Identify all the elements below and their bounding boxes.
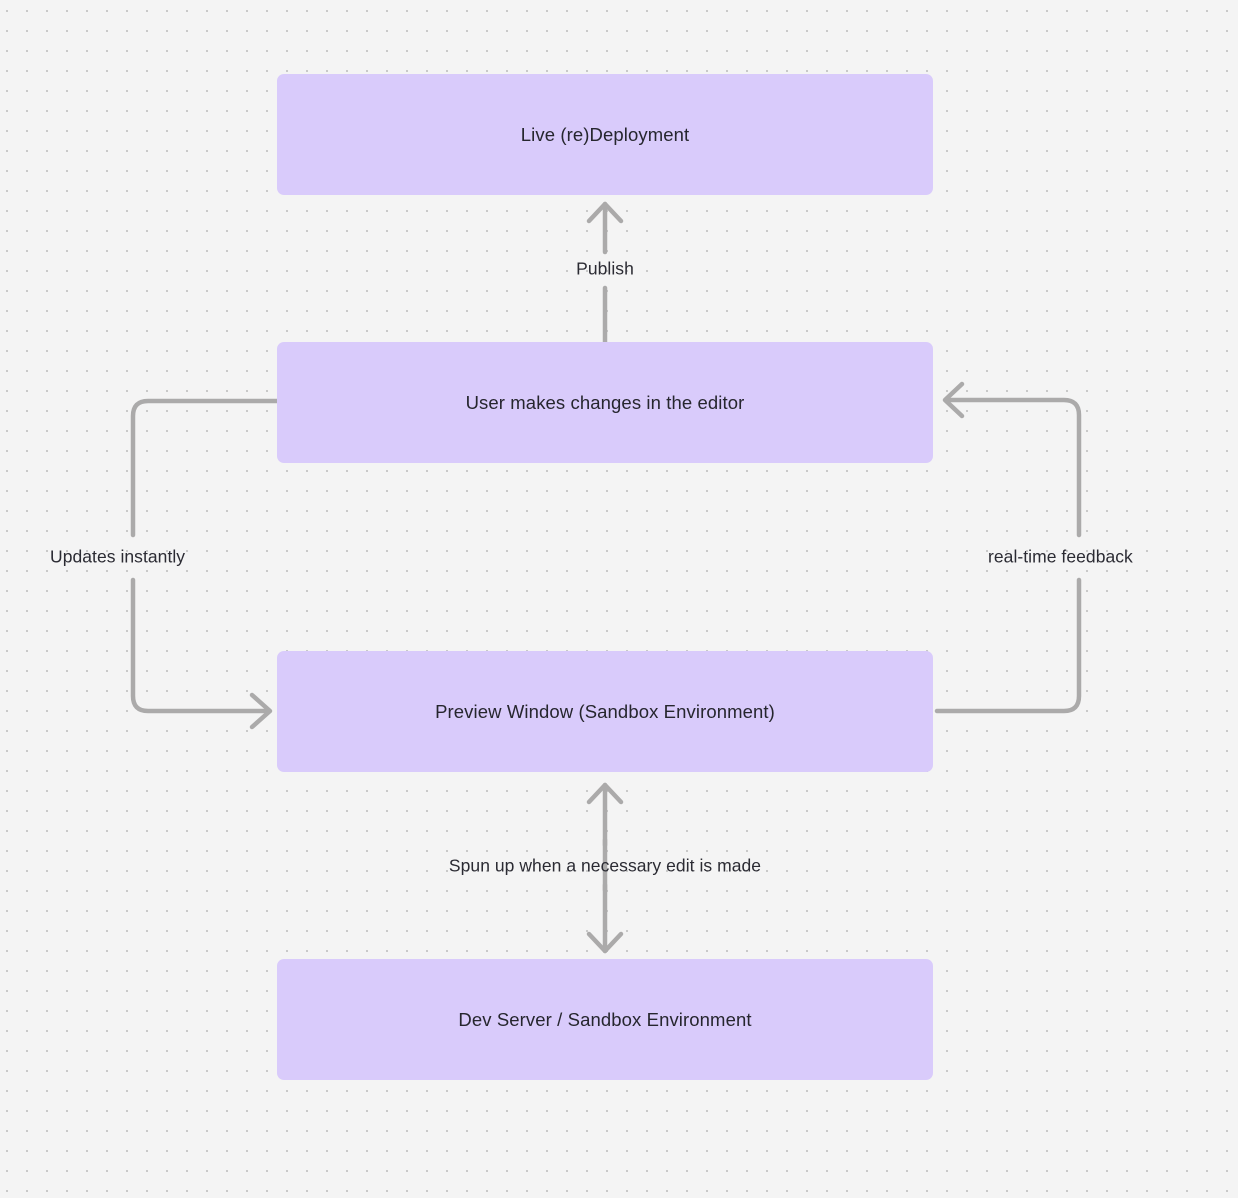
node-user-edits[interactable]: User makes changes in the editor: [277, 342, 933, 463]
edge-label-publish: Publish: [576, 258, 634, 279]
node-preview-window[interactable]: Preview Window (Sandbox Environment): [277, 651, 933, 772]
node-label: Dev Server / Sandbox Environment: [458, 1008, 752, 1030]
arrowhead-down-icon: [586, 931, 624, 954]
node-label: User makes changes in the editor: [465, 391, 745, 413]
node-live-deployment[interactable]: Live (re)Deployment: [277, 74, 933, 195]
edge-label-updates-instantly: Updates instantly: [50, 546, 186, 567]
edge-label-spun-up: Spun up when a necessary edit is made: [448, 855, 762, 876]
arrowhead-left-icon: [942, 381, 965, 419]
node-label: Live (re)Deployment: [520, 123, 690, 145]
arrowhead-right-icon: [249, 692, 273, 730]
node-label: Preview Window (Sandbox Environment): [435, 700, 775, 722]
arrowhead-up-icon: [586, 201, 624, 224]
node-dev-server[interactable]: Dev Server / Sandbox Environment: [277, 959, 933, 1080]
arrowhead-up-icon: [586, 782, 624, 805]
edge-label-real-time-feedback: real-time feedback: [988, 546, 1133, 567]
